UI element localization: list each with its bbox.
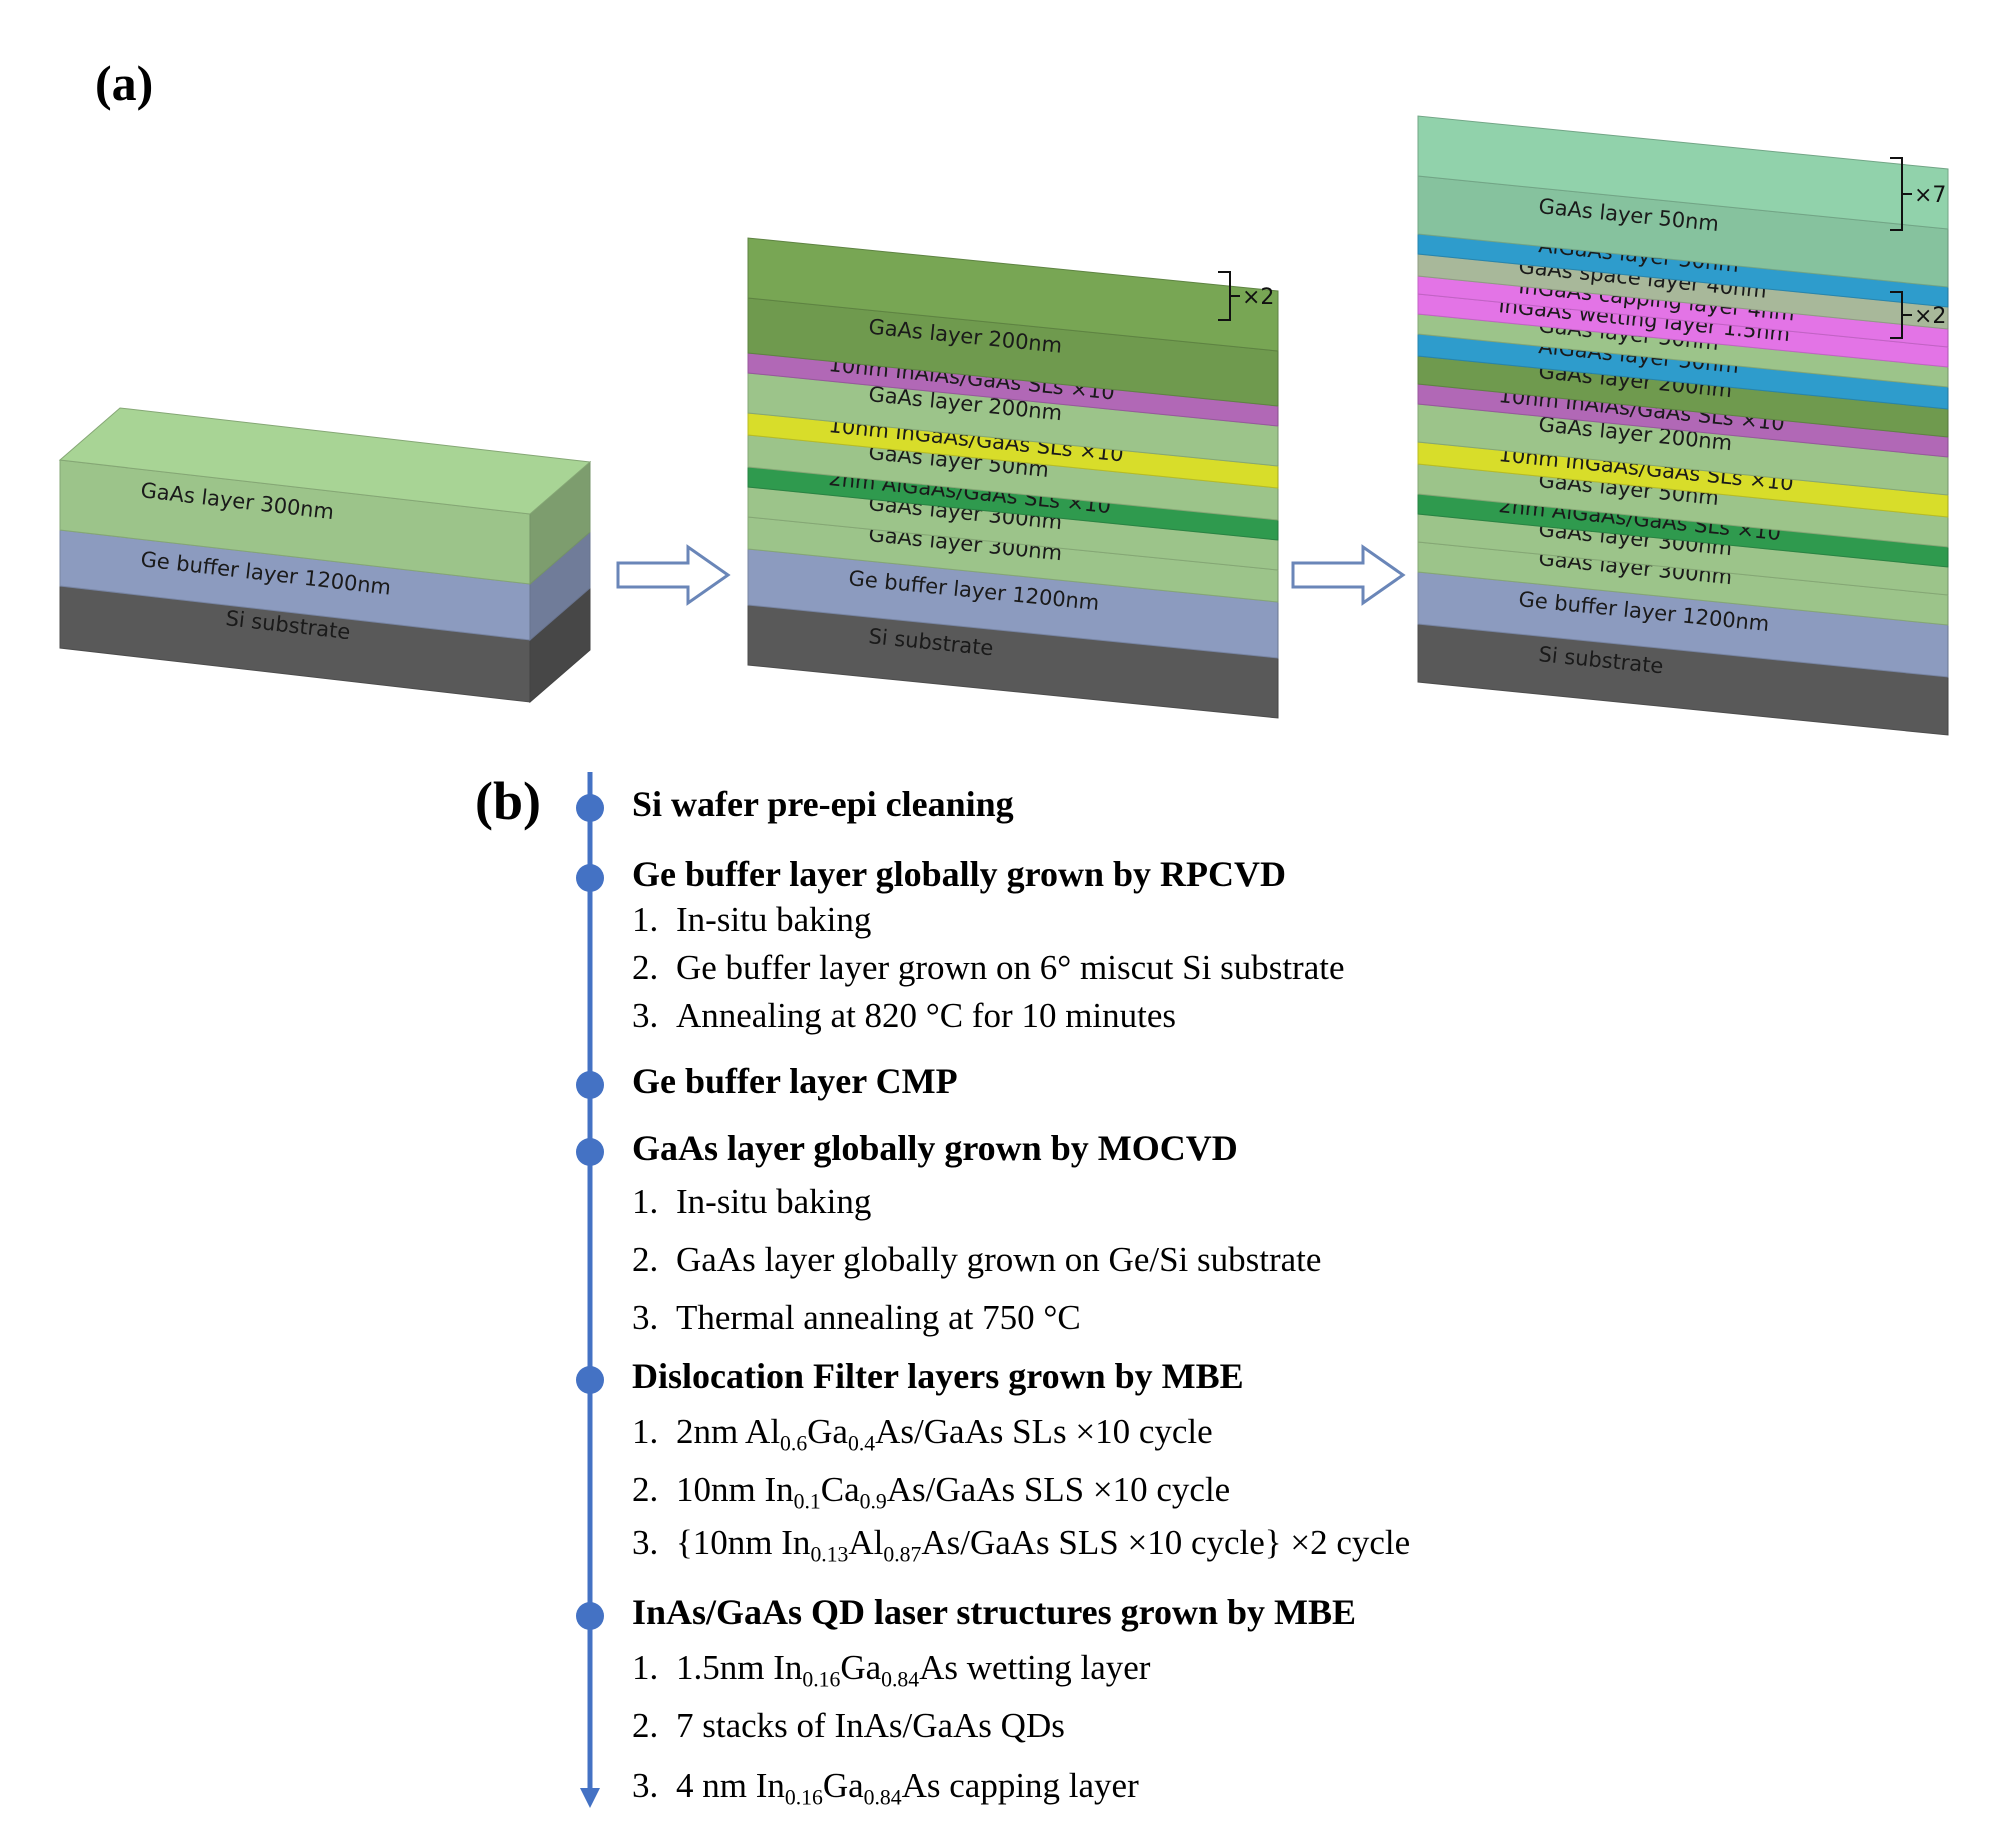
- stack2-layer-9: GaAs layer 200nm: [747, 237, 1279, 407]
- step-item: 3. Thermal annealing at 750 °C: [632, 1298, 1081, 1338]
- step-item-text: Ca: [820, 1470, 860, 1509]
- step-item-text: {10nm In: [676, 1523, 811, 1562]
- step-item-text: As/GaAs SLS ×10 cycle} ×2 cycle: [921, 1523, 1411, 1562]
- timeline-dot: [576, 1366, 604, 1394]
- step-item-text: GaAs layer globally grown on Ge/Si subst…: [676, 1240, 1322, 1279]
- process-arrow-2: [1291, 544, 1406, 606]
- timeline-dot: [576, 1071, 604, 1099]
- step-item: 2. Ge buffer layer grown on 6° miscut Si …: [632, 948, 1345, 988]
- step-item: 1. In-situ baking: [632, 900, 871, 940]
- step-item: 3. Annealing at 820 °C for 10 minutes: [632, 996, 1176, 1036]
- multiplier-label: ×7: [1914, 183, 1946, 208]
- step-item-text: 10nm In: [676, 1470, 794, 1509]
- subscript: 0.16: [802, 1667, 841, 1692]
- step-item: 2. 7 stacks of InAs/GaAs QDs: [632, 1706, 1065, 1746]
- timeline-dot: [576, 1138, 604, 1166]
- step-item-text: 1.5nm In: [676, 1648, 803, 1687]
- step-item: 1. 1.5nm In0.16Ga0.84As wetting layer: [632, 1648, 1151, 1690]
- step-item: 1. In-situ baking: [632, 1182, 871, 1222]
- subscript: 0.87: [883, 1542, 922, 1567]
- timeline-arrowhead: [580, 1788, 600, 1808]
- step-title: Si wafer pre-epi cleaning: [632, 784, 1014, 824]
- step-item-text: 2nm Al: [676, 1412, 781, 1451]
- step-item-text: As/GaAs SLs ×10 cycle: [875, 1412, 1213, 1451]
- timeline-dot: [576, 1602, 604, 1630]
- step-title: GaAs layer globally grown by MOCVD: [632, 1128, 1238, 1168]
- timeline-dot: [576, 864, 604, 892]
- step-item-text: As/GaAs SLS ×10 cycle: [886, 1470, 1231, 1509]
- step-item-number: 3.: [632, 1766, 659, 1805]
- arrow-shape: [1291, 544, 1406, 606]
- step-item-number: 2.: [632, 1240, 659, 1279]
- stack1-layer-0: Si substrate: [59, 585, 591, 704]
- subscript: 0.84: [863, 1785, 902, 1810]
- step-item-number: 3.: [632, 1298, 659, 1337]
- timeline-dot: [576, 794, 604, 822]
- step-item-text: As capping layer: [901, 1766, 1139, 1805]
- step-item: 3. {10nm In0.13Al0.87As/GaAs SLS ×10 cycl…: [632, 1523, 1411, 1565]
- step-item-number: 2.: [632, 1470, 659, 1509]
- step-item-number: 2.: [632, 1706, 659, 1745]
- subscript: 0.84: [881, 1667, 920, 1692]
- subscript: 0.9: [859, 1489, 887, 1514]
- step-item-text: As wetting layer: [919, 1648, 1151, 1687]
- step-item: 2. 10nm In0.1Ca0.9As/GaAs SLS ×10 cycle: [632, 1470, 1231, 1512]
- step-item-number: 1.: [632, 1412, 659, 1451]
- step-item-text: 4 nm In: [676, 1766, 785, 1805]
- step-item-text: Thermal annealing at 750 °C: [676, 1298, 1081, 1337]
- step-title: Dislocation Filter layers grown by MBE: [632, 1356, 1244, 1396]
- subscript: 0.4: [847, 1431, 876, 1456]
- panel-a-label: (a): [95, 55, 153, 111]
- step-item-text: Ga: [822, 1766, 864, 1805]
- stack3-top-face: [1417, 115, 1949, 230]
- step-item-text: Al: [848, 1523, 884, 1562]
- stack1-top-face: [58, 407, 592, 515]
- step-item-text: In-situ baking: [676, 900, 872, 939]
- stack1-layer-2: GaAs layer 300nm: [58, 407, 592, 586]
- multiplier-label: ×2: [1914, 304, 1946, 329]
- stack3-multiplier-top: ×7: [1890, 157, 1946, 231]
- step-item-number: 1.: [632, 900, 659, 939]
- step-title: InAs/GaAs QD laser structures grown by M…: [632, 1592, 1357, 1632]
- step-item-number: 1.: [632, 1182, 659, 1221]
- step-title: Ge buffer layer globally grown by RPCVD: [632, 854, 1286, 894]
- multiplier-label: ×2: [1242, 285, 1274, 310]
- stack3-layer-16: GaAs layer 50nm: [1417, 115, 1949, 288]
- step-title: Ge buffer layer CMP: [632, 1061, 958, 1101]
- step-item: 2. GaAs layer globally grown on Ge/Si sub…: [632, 1240, 1321, 1280]
- stack3-multiplier-bottom: ×2: [1890, 291, 1946, 339]
- arrow-shape: [616, 544, 731, 606]
- stack2-multiplier: ×2: [1218, 271, 1274, 321]
- step-item: 3. 4 nm In0.16Ga0.84As capping layer: [632, 1766, 1139, 1808]
- step-item-text: In-situ baking: [676, 1182, 872, 1221]
- brace-line: [1890, 291, 1912, 339]
- subscript: 0.1: [793, 1489, 821, 1514]
- subscript: 0.16: [784, 1785, 823, 1810]
- subscript: 0.13: [810, 1542, 849, 1567]
- step-item-text: Ge buffer layer grown on 6° miscut Si su…: [676, 948, 1345, 987]
- step-item-text: Ga: [807, 1412, 848, 1451]
- step-item-text: Annealing at 820 °C for 10 minutes: [676, 996, 1177, 1035]
- step-item-text: Ga: [840, 1648, 882, 1687]
- panel-b-label: (b): [475, 771, 541, 831]
- brace-line: [1218, 271, 1240, 321]
- step-item-number: 1.: [632, 1648, 659, 1687]
- step-item-number: 3.: [632, 1523, 659, 1562]
- step-item-text: 7 stacks of InAs/GaAs QDs: [676, 1706, 1065, 1745]
- stack3-layer-0: Si substrate: [1417, 617, 1949, 736]
- step-item-number: 3.: [632, 996, 659, 1035]
- step-item-number: 2.: [632, 948, 659, 987]
- brace-line: [1890, 157, 1912, 231]
- subscript: 0.6: [780, 1431, 808, 1456]
- stack2-top-face: [747, 237, 1279, 352]
- step-item: 1. 2nm Al0.6Ga0.4As/GaAs SLs ×10 cycle: [632, 1412, 1213, 1454]
- process-arrow-1: [616, 544, 731, 606]
